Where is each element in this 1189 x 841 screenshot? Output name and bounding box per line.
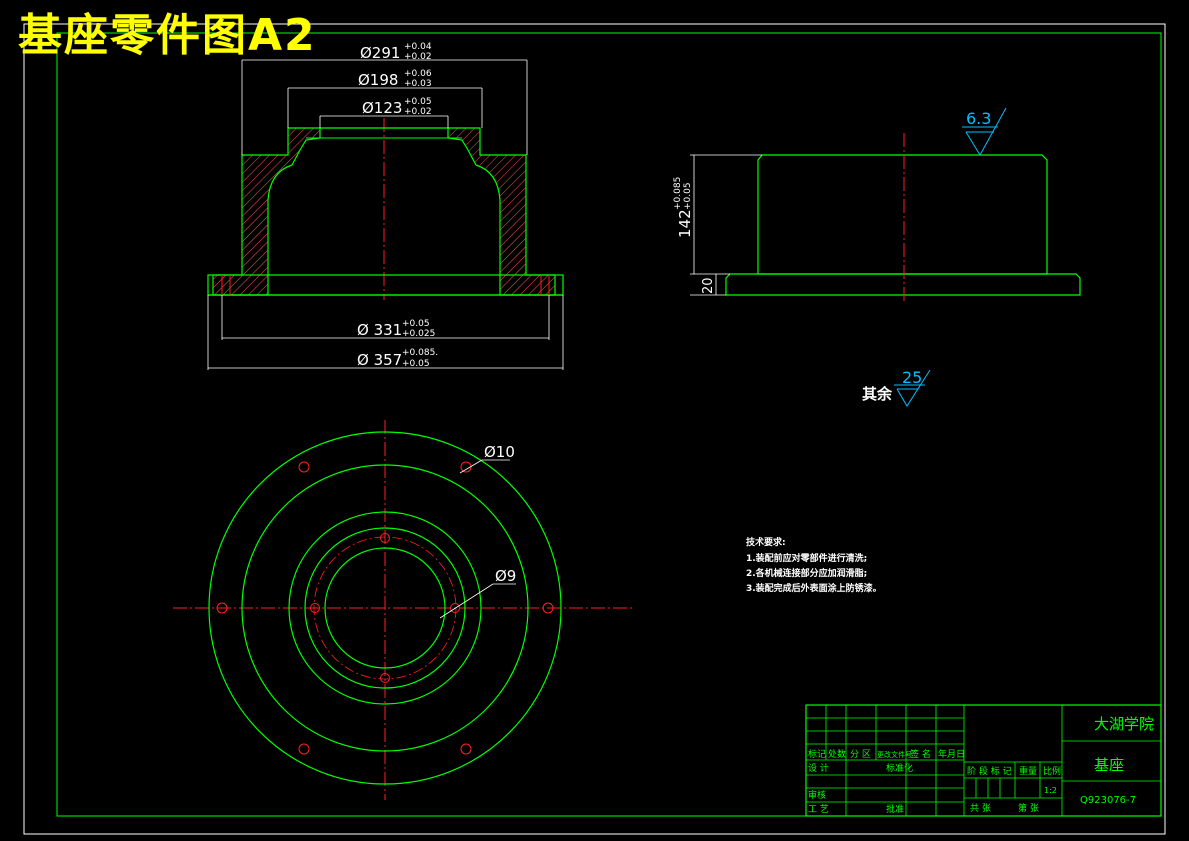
- dim-357-tol-low: +0.05: [402, 359, 430, 369]
- tech-item: 2.各机械连接部分应加润滑脂;: [746, 567, 867, 579]
- dim-198-tol-low: +0.03: [404, 79, 432, 89]
- outer-hole: [298, 743, 310, 755]
- dim-20-text: 20: [701, 277, 716, 294]
- outer-hole: [542, 602, 554, 614]
- tb-header-1: 处数: [828, 748, 846, 760]
- dim-331-tol-low: +0.025: [402, 329, 435, 339]
- ring-inner: [324, 547, 446, 669]
- tb-review: 审核: [808, 789, 826, 801]
- outer-border: [23, 23, 1166, 835]
- outer-bolt-holes: [216, 461, 554, 755]
- outer-hole: [216, 602, 228, 614]
- inner-border: [56, 32, 1162, 817]
- tb-process: 工 艺: [808, 804, 829, 815]
- roughness-symbol-top: [962, 107, 1007, 156]
- front-section-view: Ø291 +0.04 +0.02 Ø198 +0.06 +0.03 Ø123 +…: [207, 42, 564, 370]
- tb-header-4: 签 名: [910, 748, 931, 760]
- ring-4: [304, 527, 466, 689]
- dim-331-text: Ø 331: [357, 321, 402, 339]
- dim-291-text: Ø291: [360, 44, 400, 62]
- side-flange-outline: [725, 273, 1081, 296]
- sheet-title-text: 基座零件图A2: [18, 10, 317, 61]
- hole-9-label: Ø9: [495, 567, 516, 585]
- tb-school: 大湖学院: [1094, 715, 1154, 733]
- tb-sheets-total: 共 张: [970, 803, 991, 814]
- dim-123-text: Ø123: [362, 99, 402, 117]
- tb-part-name: 基座: [1094, 756, 1124, 774]
- ring-2: [241, 464, 529, 752]
- tech-item: 1.装配前应对零部件进行清洗;: [746, 552, 867, 564]
- tb-header-5: 年月日: [938, 748, 965, 760]
- tb-drawing-no: Q923076-7: [1080, 795, 1136, 806]
- dim-291-tol-low: +0.02: [404, 52, 432, 62]
- tb-header-2: 分 区: [850, 749, 871, 760]
- dim-142-tol-up: +0.085: [673, 177, 683, 210]
- dim-357-text: Ø 357: [357, 351, 402, 369]
- tb-scale: 比例: [1043, 765, 1061, 777]
- tb-header-0: 标记: [808, 748, 826, 760]
- tb-weight: 重量: [1019, 765, 1037, 777]
- outer-hole: [460, 461, 472, 473]
- sheet-title: 基座零件图A2: [18, 14, 317, 58]
- dim-142-text: 142: [676, 209, 694, 238]
- inner-hole: [380, 673, 390, 683]
- dim-142-tol-low: +0.05: [683, 182, 693, 210]
- dim-357-tol-up: +0.085.: [402, 348, 438, 358]
- tech-item: 3.装配完成后外表面涂上防锈漆。: [746, 582, 882, 594]
- roughness-rest-value: 25: [902, 368, 922, 387]
- dim-198-tol-up: +0.06: [404, 69, 432, 79]
- tb-sheet-no: 第 张: [1018, 802, 1039, 814]
- dim-123-tol-up: +0.05: [404, 97, 432, 107]
- outer-hole: [298, 461, 310, 473]
- ring-3: [288, 511, 482, 705]
- side-view: 142 +0.085 +0.05 20 6.3 其余 25: [673, 107, 1081, 407]
- inner-hole: [380, 533, 390, 543]
- roughness-symbol-rest: [894, 369, 931, 407]
- dim-291-tol-up: +0.04: [404, 42, 432, 52]
- title-block: 标记 处数 分 区 更改文件号 签 名 年月日 设 计 标准化 审核 工 艺 批…: [805, 704, 1162, 817]
- tb-scale-value: 1:2: [1044, 786, 1057, 795]
- right-section-hatch: [447, 127, 556, 296]
- inner-bolt-holes: [310, 533, 460, 683]
- outer-hole: [460, 743, 472, 755]
- side-body-outline: [757, 154, 1048, 275]
- dim-123-tol-low: +0.02: [404, 107, 432, 117]
- roughness-rest-label: 其余: [862, 385, 893, 403]
- tb-standardize: 标准化: [886, 762, 913, 774]
- roughness-top-value: 6.3: [966, 109, 991, 128]
- ring-outer: [208, 431, 562, 785]
- dim-331-tol-up: +0.05: [402, 319, 430, 329]
- tech-requirements: 技术要求: 1.装配前应对零部件进行清洗; 2.各机械连接部分应加润滑脂; 3.…: [746, 536, 882, 594]
- top-view: Ø10 Ø9: [173, 420, 634, 800]
- inner-hole: [450, 603, 460, 613]
- tb-approve: 批准: [886, 803, 904, 815]
- hole-10-label: Ø10: [484, 443, 515, 461]
- left-section-hatch: [212, 127, 321, 296]
- tech-title: 技术要求:: [746, 536, 786, 548]
- tb-design: 设 计: [808, 762, 829, 774]
- inner-hole: [310, 603, 320, 613]
- tb-stage-mark: 阶 段 标 记: [967, 765, 1012, 777]
- dim-198-text: Ø198: [358, 71, 398, 89]
- tb-header-3: 更改文件号: [877, 750, 912, 759]
